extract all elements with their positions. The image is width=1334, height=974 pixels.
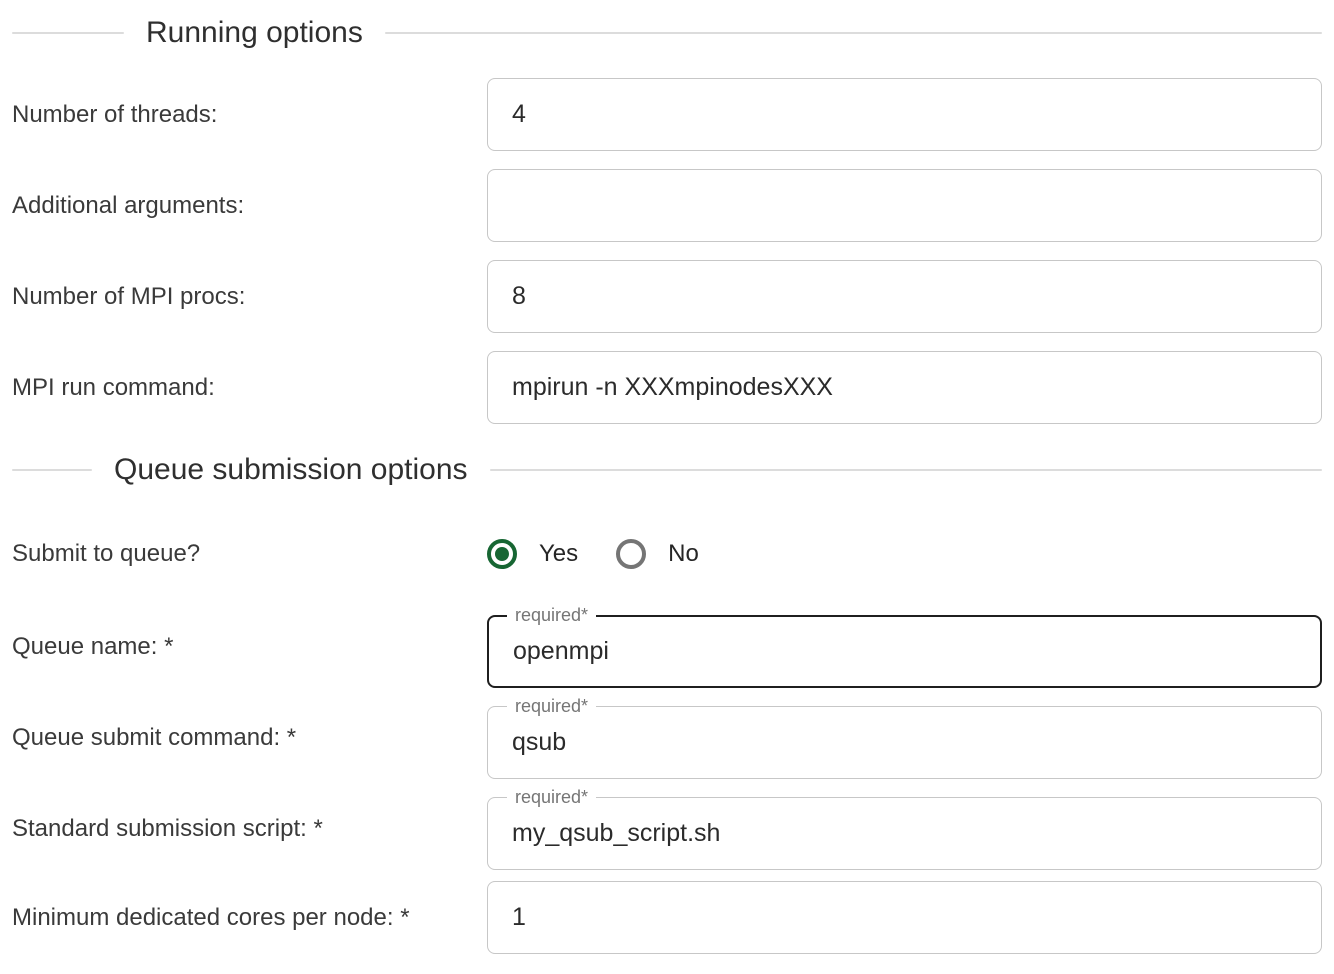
- radio-option-no[interactable]: No: [616, 539, 699, 569]
- radio-no-label[interactable]: No: [668, 540, 699, 567]
- submit-to-queue-radio-group: Yes No: [487, 539, 1322, 569]
- queue-submit-command-label: Queue submit command: *: [12, 723, 297, 751]
- additional-arguments-input[interactable]: [487, 169, 1322, 242]
- section-header-queue-submission-options: Queue submission options: [12, 453, 1322, 486]
- number-of-mpi-procs-label: Number of MPI procs:: [12, 282, 246, 310]
- number-of-threads-label: Number of threads:: [12, 100, 218, 128]
- minimum-dedicated-cores-input[interactable]: [487, 881, 1322, 954]
- row-standard-submission-script: Standard submission script: * required*: [12, 787, 1322, 870]
- required-badge: required*: [507, 787, 597, 807]
- required-badge: required*: [507, 605, 597, 625]
- queue-name-label: Queue name: *: [12, 632, 174, 660]
- radio-yes-label[interactable]: Yes: [539, 540, 579, 567]
- row-submit-to-queue: Submit to queue? Yes No: [12, 537, 1322, 571]
- queue-submit-command-input[interactable]: [487, 706, 1322, 779]
- mpi-run-command-label: MPI run command:: [12, 373, 215, 401]
- row-queue-submit-command: Queue submit command: * required*: [12, 696, 1322, 779]
- divider-line-left: [12, 469, 92, 471]
- divider-line-right: [489, 469, 1322, 471]
- radio-unselected-icon[interactable]: [616, 539, 647, 569]
- divider-line-right: [384, 32, 1322, 34]
- submit-to-queue-label: Submit to queue?: [12, 540, 201, 567]
- standard-submission-script-input[interactable]: [487, 797, 1322, 870]
- radio-option-yes[interactable]: Yes: [487, 539, 578, 569]
- row-number-of-threads: Number of threads:: [12, 78, 1322, 151]
- number-of-threads-input[interactable]: [487, 78, 1322, 151]
- additional-arguments-label: Additional arguments:: [12, 191, 245, 219]
- section-header-running-options: Running options: [12, 16, 1322, 49]
- queue-name-input[interactable]: [487, 615, 1322, 688]
- divider-line-left: [12, 32, 124, 34]
- row-minimum-dedicated-cores: Minimum dedicated cores per node: *: [12, 881, 1322, 954]
- required-badge: required*: [507, 696, 597, 716]
- radio-selected-icon[interactable]: [487, 539, 517, 569]
- section-title-queue-submission-options: Queue submission options: [114, 453, 468, 486]
- row-mpi-run-command: MPI run command:: [12, 351, 1322, 424]
- row-additional-arguments: Additional arguments:: [12, 169, 1322, 242]
- row-queue-name: Queue name: * required*: [12, 605, 1322, 688]
- minimum-dedicated-cores-label: Minimum dedicated cores per node: *: [12, 903, 410, 931]
- row-number-of-mpi-procs: Number of MPI procs:: [12, 260, 1322, 333]
- section-title-running-options: Running options: [146, 16, 363, 49]
- standard-submission-script-label: Standard submission script: *: [12, 814, 323, 842]
- number-of-mpi-procs-input[interactable]: [487, 260, 1322, 333]
- mpi-run-command-input[interactable]: [487, 351, 1322, 424]
